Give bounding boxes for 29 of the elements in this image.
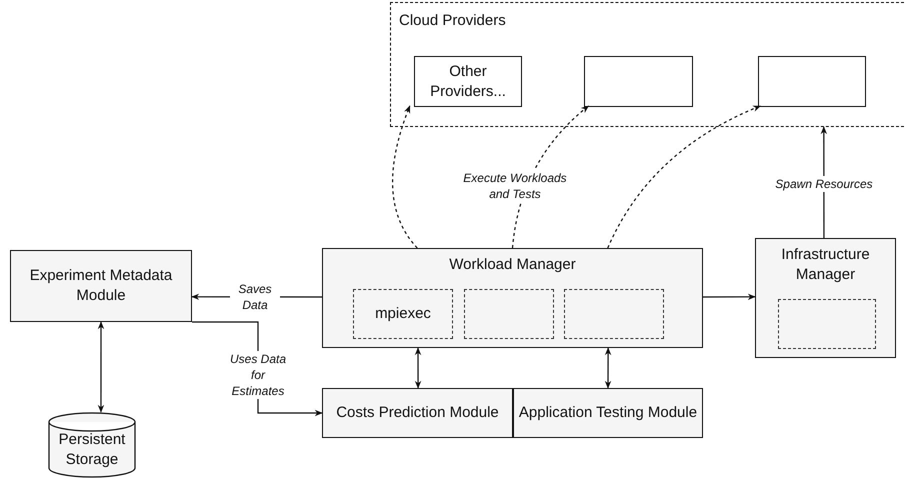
provider-box xyxy=(758,56,866,107)
node-label: Experiment Metadata Module xyxy=(28,266,174,306)
component-box xyxy=(353,289,453,339)
provider-box xyxy=(584,56,693,107)
storage-cylinder xyxy=(48,412,136,478)
node-label: mpiexec xyxy=(374,304,432,324)
node-label: Persistent Storage xyxy=(58,430,126,470)
section-heading: Cloud Providers xyxy=(399,11,506,31)
module-box xyxy=(755,238,896,358)
provider-box xyxy=(414,56,522,107)
module-box xyxy=(10,250,192,322)
module-box xyxy=(322,388,513,438)
section-heading: Infrastructure Manager xyxy=(780,245,871,285)
arrow xyxy=(604,347,612,389)
arrow xyxy=(98,321,104,413)
group-container xyxy=(390,2,904,127)
component-box xyxy=(464,289,554,339)
component-box xyxy=(778,299,876,349)
node-label: Application Testing Module xyxy=(518,403,698,423)
component-box xyxy=(564,289,664,339)
node-label: Other Providers... xyxy=(429,62,507,102)
section-heading: Workload Manager xyxy=(448,255,577,275)
module-box xyxy=(322,248,703,348)
module-box xyxy=(513,388,703,438)
arrow xyxy=(414,347,422,389)
arrow xyxy=(703,294,756,300)
dashed-arrow xyxy=(607,105,761,248)
dashed-arrow xyxy=(392,105,418,248)
node-label: Costs Prediction Module xyxy=(335,403,500,423)
